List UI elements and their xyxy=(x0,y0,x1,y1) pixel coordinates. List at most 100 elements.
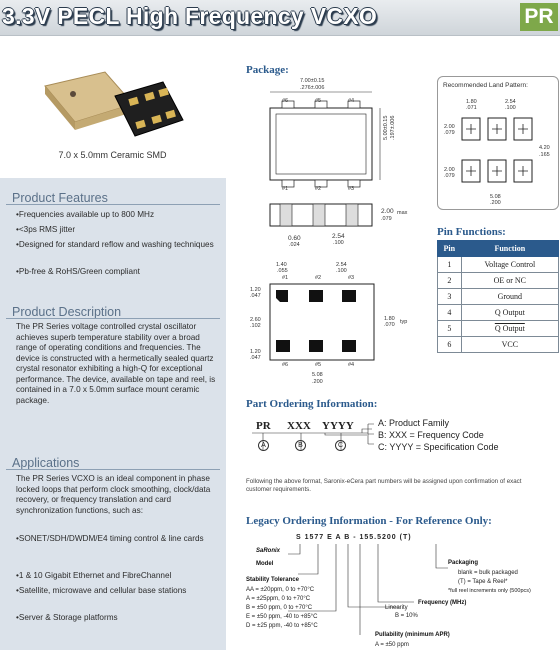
brand-name: SaRonix xyxy=(256,548,281,554)
dim-label: 2.54 xyxy=(505,99,516,105)
feature-item: •Pb-free & RoHS/Green compliant xyxy=(16,267,140,276)
linearity-option: B = 10% xyxy=(395,613,418,619)
frequency-heading: Frequency (MHz) xyxy=(418,600,467,606)
ordering-connectors xyxy=(252,423,374,451)
code-marker: C xyxy=(335,440,346,451)
dim-label: .047 xyxy=(250,355,261,361)
left-column xyxy=(0,178,226,650)
code-part: XXX xyxy=(287,420,311,432)
pin-label: #2 xyxy=(315,186,322,192)
code-legend-a: A: Product Family xyxy=(378,418,450,428)
table-header-row: Pin Function xyxy=(437,240,560,257)
description-heading: Product Description xyxy=(12,305,122,319)
dim-label: .047 xyxy=(250,293,261,299)
application-item: •1 & 10 Gigabit Ethernet and FibreChanne… xyxy=(16,571,172,580)
dim-label: .200 xyxy=(490,200,501,206)
pullability-heading: Pullability (minimum APR) xyxy=(375,632,450,638)
dim-label: 5.08 xyxy=(312,372,323,378)
code-marker: A xyxy=(258,440,269,451)
stability-option: E = ±50 ppm, -40 to +85°C xyxy=(246,614,318,620)
pin-cell: 1 xyxy=(437,256,462,273)
dim-label: .070 xyxy=(384,322,395,328)
stability-option: AA = ±20ppm, 0 to +70°C xyxy=(246,587,315,593)
dim-label: 0.60 xyxy=(288,235,301,242)
pin-label: #3 xyxy=(348,275,355,281)
pin-label: #5 xyxy=(315,362,322,368)
dim-label: 1.40 xyxy=(276,262,287,268)
dim-label: 1.20 xyxy=(250,349,261,355)
code-legend-c: C: YYYY = Specification Code xyxy=(378,442,499,452)
dim-label: .102 xyxy=(250,323,261,329)
dim-label: 2.60 xyxy=(250,317,261,323)
dim-label: 2.00 xyxy=(444,124,455,130)
pin-cell: 3 xyxy=(437,288,462,305)
dim-label: .079 xyxy=(444,130,455,136)
pin-functions-heading: Pin Functions: xyxy=(437,226,506,238)
dim-label: typ xyxy=(400,319,408,325)
packaging-note: *full reel increments only (500pcs) xyxy=(448,588,531,594)
dim-label: .276±.006 xyxy=(300,85,325,91)
applications-text: The PR Series VCXO is an ideal component… xyxy=(16,474,211,515)
function-cell: Ground xyxy=(460,288,560,305)
divider xyxy=(6,204,220,205)
pin-label: #4 xyxy=(348,98,355,104)
pin-label: #1 xyxy=(282,275,289,281)
dim-label: 1.20 xyxy=(250,287,261,293)
legacy-heading: Legacy Ordering Information - For Refere… xyxy=(246,515,492,527)
divider xyxy=(6,318,220,319)
function-cell: Q Output xyxy=(460,320,560,337)
dim-label: .055 xyxy=(277,268,288,274)
dim-label: 4.20 xyxy=(539,145,550,151)
pin-column-header: Pin xyxy=(437,240,462,257)
pin-label: #6 xyxy=(282,98,289,104)
dim-label: .100 xyxy=(336,268,347,274)
package-bottom-view xyxy=(269,283,375,361)
function-cell: VCC xyxy=(460,336,560,353)
stability-heading: Stability Tolerance xyxy=(246,577,299,583)
application-item: •Satellite, microwave and cellular base … xyxy=(16,586,187,595)
dim-label: .024 xyxy=(289,242,300,248)
legacy-code: S 1577 E A B - 155.5200 (T) xyxy=(296,534,412,541)
dim-label: .197±.006 xyxy=(390,115,396,140)
function-column-header: Function xyxy=(460,240,560,257)
features-heading: Product Features xyxy=(12,191,108,205)
model-label: Model xyxy=(256,561,274,567)
dim-label: 2.00 xyxy=(381,208,394,215)
land-pattern-title: Recommended Land Pattern: xyxy=(443,82,528,89)
land-pattern-box xyxy=(437,76,559,210)
packaging-option: (T) = Tape & Reel* xyxy=(458,579,508,585)
description-text: The PR Series voltage controlled crystal… xyxy=(16,322,216,405)
applications-heading: Applications xyxy=(12,456,80,470)
pullability-option: A = ±50 ppm xyxy=(375,642,409,648)
pin-label: #6 xyxy=(282,362,289,368)
pin-cell: 2 xyxy=(437,272,462,289)
packaging-option: blank = bulk packaged xyxy=(458,570,518,576)
dim-label: 2.54 xyxy=(332,233,345,240)
feature-item: •Designed for standard reflow and washin… xyxy=(16,240,214,249)
function-cell: Q Output xyxy=(460,304,560,321)
divider xyxy=(6,469,220,470)
land-pattern-drawing xyxy=(461,117,533,183)
dim-label: 5.08 xyxy=(490,194,501,200)
ordering-heading: Part Ordering Information: xyxy=(246,398,378,410)
dim-label: .079 xyxy=(444,173,455,179)
title-banner: 3.3V PECL High Frequency VCXO PR xyxy=(0,0,560,36)
dim-label: .071 xyxy=(466,105,477,111)
dim-label: 5.00±0.15 xyxy=(383,115,389,140)
code-part: YYYY xyxy=(322,420,354,432)
function-cell: OE or NC xyxy=(460,272,560,289)
feature-item: •Frequencies available up to 800 MHz xyxy=(16,210,155,219)
dim-label: .165 xyxy=(539,152,550,158)
photo-caption: 7.0 x 5.0mm Ceramic SMD xyxy=(58,150,167,160)
dim-label: .079 xyxy=(381,216,392,222)
legacy-connectors xyxy=(288,544,448,635)
package-top-view xyxy=(269,91,381,188)
pin-label: #5 xyxy=(315,98,322,104)
stability-option: A = ±25ppm, 0 to +70°C xyxy=(246,596,311,602)
pin-label: #4 xyxy=(348,362,355,368)
